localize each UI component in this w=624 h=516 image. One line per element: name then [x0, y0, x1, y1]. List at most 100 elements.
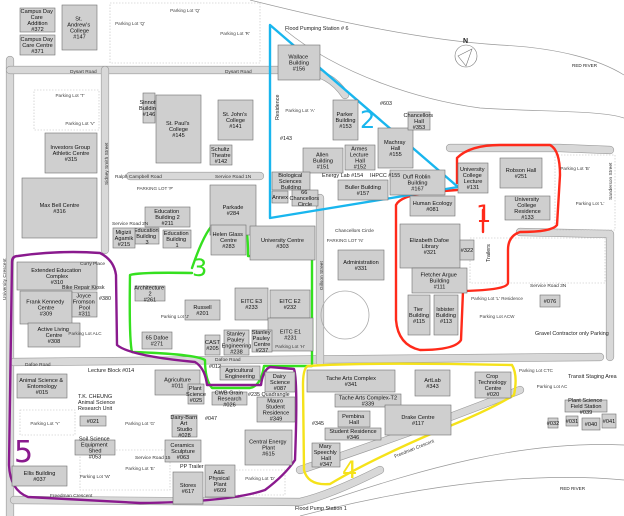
building-machray-hall-155[interactable]: Machray Hall#155 — [377, 127, 414, 169]
building-tier-building-115[interactable]: Tier Building#115 — [407, 294, 431, 336]
building-biological-sciences-building[interactable]: Biological Sciences Building — [271, 171, 311, 191]
building-footprint[interactable] — [389, 169, 446, 196]
building-stanley-pauley-engineering-238[interactable]: Stanley Pauley Engineering#238 — [222, 329, 252, 356]
building-chancellors-hall-353[interactable]: Chancellors Hall#353 — [403, 111, 435, 131]
building-footprint[interactable] — [223, 329, 250, 356]
building-footprint[interactable] — [219, 365, 261, 381]
building-buller-building-157[interactable]: Buller Building#157 — [337, 179, 389, 201]
building-footprint[interactable] — [344, 144, 376, 171]
building-human-ecology-081[interactable]: Human Ecology#081 — [409, 195, 456, 217]
building-eitc-e2-232[interactable]: EITC E2#232 — [269, 289, 311, 319]
building-pembina-hall[interactable]: Pembina Hall — [337, 410, 371, 428]
building-footprint[interactable] — [269, 289, 311, 319]
building-st-john-s-college-141[interactable]: St. John's College#141 — [217, 99, 254, 141]
building-schultz-theatre-142[interactable]: Schultz Theatre#142 — [209, 144, 233, 166]
building-footprint[interactable] — [564, 399, 608, 413]
building-footprint[interactable] — [249, 225, 316, 261]
building-duff-roblin-building-167[interactable]: Duff Roblin Building#167 — [389, 169, 446, 196]
building-footprint[interactable] — [244, 429, 293, 466]
building-footprint[interactable] — [565, 415, 579, 427]
building-footprint[interactable] — [16, 261, 98, 291]
building-extended-education-complex-310[interactable]: Extended Education Complex#310 — [16, 261, 98, 291]
building-dairy-science-087[interactable]: Dairy Science#087 — [264, 371, 296, 393]
building-joyce-fromson-pool-311[interactable]: Joyce Fromson Pool#311 — [71, 291, 98, 318]
building-footprint[interactable] — [499, 157, 543, 189]
building-a-e-physical-plant-609[interactable]: A&E Physical Plant#609 — [204, 464, 236, 498]
building-ceramics-sculpture-063[interactable]: Ceramics Sculpture#063 — [164, 439, 202, 463]
building-footprint[interactable] — [144, 206, 191, 228]
building-plant-science-025[interactable]: Plant Science#025 — [186, 383, 206, 405]
building-eitc-e1-231[interactable]: EITC E1#231 — [267, 317, 314, 352]
building-isbister-building-113[interactable]: Isbister Building#113 — [433, 294, 459, 336]
building-footprint[interactable] — [210, 224, 247, 256]
building-helen-glass-centre-283[interactable]: Helen Glass Centre#283 — [210, 224, 247, 256]
building-stanley-pauley-centre-237[interactable]: Stanley Pauley Centre#237 — [251, 329, 273, 354]
building-66-chancellors-circle[interactable]: 66 Chancellors Circle — [289, 189, 321, 208]
building-annex[interactable]: Annex — [271, 190, 289, 204]
building-footprint[interactable] — [334, 393, 402, 408]
building-soil-science-equipment-shed-053[interactable]: Soil Science Equipment Shed#053 — [74, 437, 116, 461]
building-allen-building-151[interactable]: Allen Building#151 — [302, 147, 344, 174]
building-crop-technology-centre-020[interactable]: Crop Technology Centre#020 — [474, 371, 512, 399]
building-footprint[interactable] — [187, 383, 205, 405]
building-active-living-centre-308[interactable]: Active Living Centre#308 — [27, 322, 81, 348]
building-footprint[interactable] — [234, 287, 269, 321]
building-student-residence-346[interactable]: Student Residence#346 — [324, 427, 382, 441]
building-building-041[interactable]: #041 — [601, 413, 617, 429]
building-sinnott-building-146[interactable]: Sinnott Building#146 — [139, 92, 159, 124]
building-agricultural-engineering[interactable]: Agricultural Engineering — [219, 365, 261, 381]
building-footprint[interactable] — [414, 369, 451, 397]
building-footprint[interactable] — [44, 132, 98, 174]
building-footprint[interactable] — [209, 144, 233, 166]
building-footprint[interactable] — [504, 195, 551, 221]
building-max-bell-centre-316[interactable]: Max Bell Centre#316 — [21, 177, 98, 239]
building-dairy-barn-art-studio-028[interactable]: Dairy-Barn Art Studio#028 — [170, 414, 199, 439]
building-footprint[interactable] — [134, 285, 166, 302]
building-footprint[interactable] — [277, 44, 321, 81]
building-footprint[interactable] — [539, 294, 561, 308]
building-russell-201[interactable]: Russell#201 — [184, 299, 221, 321]
building-fletcher-argue-building-111[interactable]: Fletcher Argue Building#111 — [411, 267, 468, 294]
building-footprint[interactable] — [337, 179, 389, 201]
building-footprint[interactable] — [407, 111, 431, 131]
building-st-andrew-s-college-147[interactable]: St. Andrew's College#147 — [61, 4, 98, 51]
building-footprint[interactable] — [211, 391, 248, 406]
building-mauro-student-residence-349[interactable]: Mauro Student Residence#349 — [256, 396, 296, 423]
building-building-032[interactable]: #032 — [547, 417, 559, 429]
building-footprint[interactable] — [27, 322, 81, 348]
building-footprint[interactable] — [459, 239, 475, 261]
building-drake-centre-117[interactable]: Drake Centre#117 — [384, 404, 452, 436]
building-campus-day-care-addition-372[interactable]: Campus Day Care Addition#372 — [19, 7, 56, 33]
building-cast-205[interactable]: CAST#205 — [204, 334, 221, 356]
building-footprint[interactable] — [337, 249, 385, 281]
building-footprint[interactable] — [302, 147, 344, 174]
building-footprint[interactable] — [19, 34, 56, 56]
building-wallace-building-156[interactable]: Wallace Building#156 — [277, 44, 321, 81]
building-footprint[interactable] — [384, 404, 452, 436]
building-footprint[interactable] — [409, 195, 456, 217]
building-building-021[interactable]: #021 — [79, 415, 107, 427]
building-building-040[interactable]: #040 — [581, 417, 601, 431]
building-building-322[interactable]: #322 — [459, 239, 475, 261]
building-footprint[interactable] — [172, 471, 204, 505]
building-footprint[interactable] — [332, 99, 359, 141]
building-footprint[interactable] — [399, 223, 461, 269]
building-st-paul-s-college-145[interactable]: St. Paul's College#145 — [155, 94, 202, 164]
building-footprint[interactable] — [164, 439, 202, 463]
building-footprint[interactable] — [162, 229, 192, 249]
building-stores-617[interactable]: Stores#617 — [172, 471, 204, 505]
building-university-college-lecture-131[interactable]: University College Lecture#131 — [457, 162, 489, 194]
building-plant-science-field-station-039[interactable]: Plant Science Field Station#039 — [564, 398, 608, 416]
building-footprint[interactable] — [142, 92, 156, 124]
building-administration-331[interactable]: Administration#331 — [337, 249, 385, 281]
building-central-energy-plant-615[interactable]: Central Energy Plant#615 — [244, 429, 293, 466]
building-armes-lecture-hall-152[interactable]: Armes Lecture Hall#152 — [344, 144, 376, 171]
building-tache-arts-complex-t2-339[interactable]: Tache Arts Complex-T2#339 — [334, 393, 402, 408]
building-footprint[interactable] — [324, 427, 382, 441]
building-elizabeth-dafoe-library-321[interactable]: Elizabeth Dafoe Library#321 — [399, 223, 461, 269]
building-footprint[interactable] — [267, 317, 314, 352]
building-footprint[interactable] — [204, 464, 236, 498]
building-campus-day-care-centre-371[interactable]: Campus Day Care Centre#371 — [19, 34, 56, 56]
building-footprint[interactable] — [256, 396, 296, 423]
building-footprint[interactable] — [581, 417, 601, 431]
